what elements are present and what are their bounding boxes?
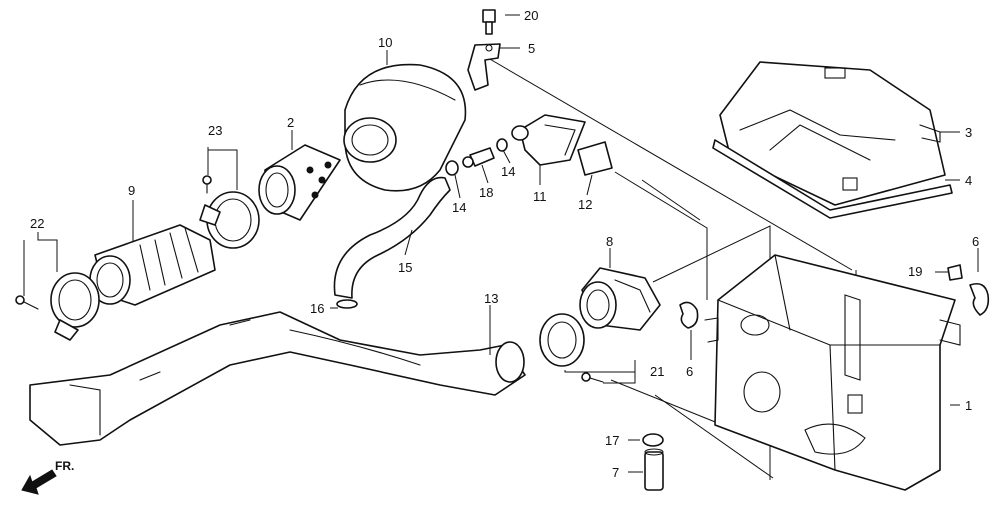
callout-17: 17 (605, 433, 619, 448)
screw-21 (581, 372, 604, 383)
bracket (467, 43, 501, 91)
intake-duct-13 (29, 311, 526, 446)
callout-22: 22 (30, 216, 44, 231)
callout-7: 7 (612, 465, 619, 480)
screw-23 (202, 175, 212, 194)
callout-13: 13 (484, 291, 498, 306)
callout-23: 23 (208, 123, 222, 138)
callout-18: 18 (479, 185, 493, 200)
front-direction-arrow-icon (21, 469, 57, 495)
bolt-19 (947, 264, 963, 281)
sponge-pad-12 (577, 141, 613, 176)
hose-clamp-14a (445, 160, 459, 176)
callout-14b: 14 (501, 164, 515, 179)
cover-gasket (712, 139, 953, 219)
air-cleaner-cover (719, 61, 946, 206)
callout-2: 2 (287, 115, 294, 130)
callout-11: 11 (533, 189, 547, 204)
band-clamp-21 (539, 313, 585, 367)
bolt-20 (482, 9, 496, 35)
callout-6a: 6 (686, 364, 693, 379)
intake-tube-bellows (89, 224, 216, 306)
rubber-joint-8 (579, 267, 661, 331)
callout-15: 15 (398, 260, 412, 275)
hose-clamp-14b (496, 138, 508, 152)
callout-5: 5 (528, 41, 535, 56)
callout-3: 3 (965, 125, 972, 140)
callout-12: 12 (578, 197, 592, 212)
callout-10: 10 (378, 35, 392, 50)
tube-clamp-17 (642, 433, 664, 447)
callout-1: 1 (965, 398, 972, 413)
callout-9: 9 (128, 183, 135, 198)
band-clamp-23 (199, 191, 260, 249)
callout-4: 4 (965, 173, 972, 188)
hose-clip-6a (679, 301, 699, 329)
callout-6b: 6 (972, 234, 979, 249)
direction-label: FR. (55, 459, 74, 473)
air-cleaner-case (704, 254, 961, 491)
hose-clip-16 (336, 299, 358, 309)
hose-clip-6b (969, 282, 990, 316)
resonator-chamber-11 (511, 114, 586, 166)
callout-14a: 14 (452, 200, 466, 215)
filter-sleeve (258, 144, 341, 221)
callout-leaders (23, 14, 979, 473)
callout-21: 21 (650, 364, 664, 379)
callout-numbers: 10 2 23 9 22 20 5 3 4 1 6 19 6 17 7 8 21… (30, 8, 979, 480)
callout-16: 16 (310, 301, 324, 316)
drain-tube-7 (644, 448, 664, 491)
callout-19: 19 (908, 264, 922, 279)
breather-hose (333, 176, 451, 299)
air-filter-element (343, 63, 467, 192)
band-clamp-22 (50, 272, 100, 341)
callout-20: 20 (524, 8, 538, 23)
callout-8: 8 (606, 234, 613, 249)
screw-22 (15, 295, 39, 310)
breather-fitting-18 (462, 147, 495, 168)
